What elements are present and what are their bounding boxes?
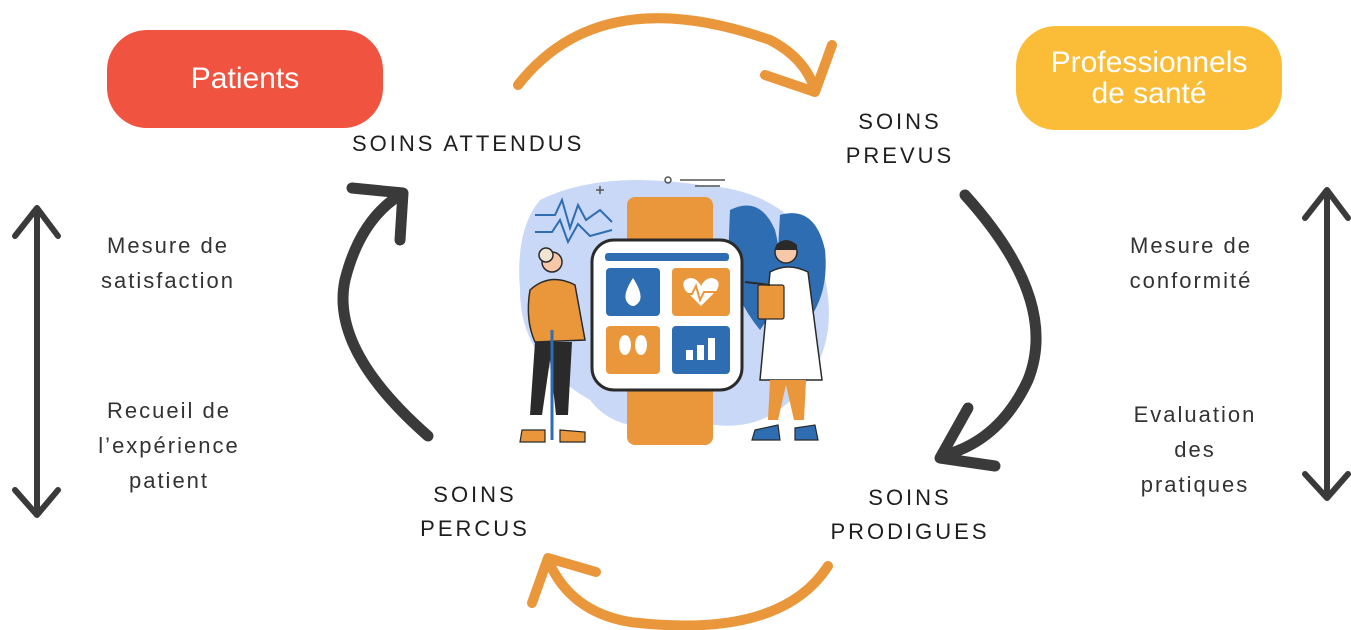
label-soins-prevus-line1: SOINS: [858, 109, 942, 134]
label-soins-percus-line2: PERCUS: [420, 516, 530, 542]
label-soins-prevus: SOINS PREVUS: [835, 105, 965, 173]
label-soins-prodigues-line1: SOINS: [868, 485, 952, 510]
right-measure-text: Mesure de conformité: [1096, 228, 1286, 298]
right-eval-line1: Evaluation: [1133, 402, 1257, 427]
arrow-right-dark: [934, 189, 1042, 472]
right-eval-line3: pratiques: [1140, 472, 1250, 498]
left-collect-text: Recueil de l’expérience patient: [64, 393, 274, 499]
label-soins-prodigues: SOINS PRODIGUES: [815, 481, 1005, 549]
double-arrow-left: [12, 205, 61, 518]
left-measure-text: Mesure de satisfaction: [68, 228, 268, 298]
left-measure-line2: satisfaction: [100, 268, 236, 294]
label-soins-prevus-line2: PREVUS: [845, 143, 955, 169]
left-collect-line1: Recueil de: [107, 398, 231, 423]
right-measure-line1: Mesure de: [1130, 233, 1252, 258]
smartwatch-health-icon: [519, 176, 829, 445]
arrow-left-dark: [337, 182, 434, 442]
patients-badge: Patients: [107, 30, 383, 128]
left-collect-line3: patient: [128, 468, 210, 494]
double-arrow-right: [1302, 187, 1351, 501]
professionals-badge: Professionnels de santé: [1016, 26, 1282, 130]
left-measure-line1: Mesure de: [107, 233, 229, 258]
label-soins-prodigues-line2: PRODIGUES: [830, 519, 990, 545]
label-soins-percus: SOINS PERCUS: [405, 478, 545, 546]
right-eval-line2: des: [1174, 437, 1216, 463]
left-collect-line2: l’expérience: [98, 433, 240, 459]
professionals-badge-line2: de santé: [1091, 77, 1207, 110]
right-measure-line2: conformité: [1129, 268, 1253, 294]
patients-badge-label: Patients: [190, 62, 300, 96]
label-soins-percus-line1: SOINS: [433, 482, 517, 507]
label-soins-attendus: SOINS ATTENDUS: [352, 127, 584, 161]
professionals-badge-line1: Professionnels: [1050, 45, 1248, 79]
arrow-bottom-orange: [527, 553, 833, 630]
arrow-top-orange: [513, 13, 837, 97]
right-eval-text: Evaluation des pratiques: [1100, 397, 1290, 503]
label-soins-attendus-text: SOINS ATTENDUS: [352, 131, 585, 156]
